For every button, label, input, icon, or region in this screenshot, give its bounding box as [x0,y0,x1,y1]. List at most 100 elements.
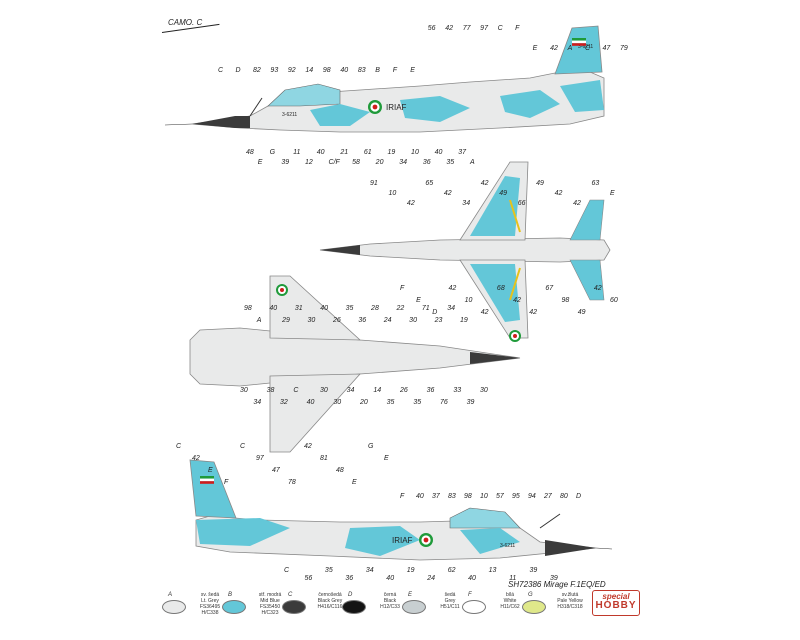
callout-label: 42 [192,455,200,462]
callout-label: D [235,67,240,74]
callout-label: 78 [288,479,296,486]
callout-label: 42 [550,45,558,52]
callout-label: 22 [395,305,404,312]
callout-label: F [400,285,405,292]
callout-label: E [416,297,421,304]
callout-label: 61 [364,149,372,156]
brand-line2: HOBBY [595,600,637,611]
callout-label: 28 [370,305,379,312]
callouts-top-view: 91104265423442496649424263EFED4210426842… [370,180,618,316]
legend-swatch [282,600,306,614]
callout-label: 48 [246,149,254,156]
callout-label: 83 [448,493,456,500]
left-camo-2 [400,96,470,122]
callout-label: E [610,190,615,197]
callout-label: 24 [426,575,435,582]
callout-label: 10 [480,493,488,500]
callout-label: F [400,493,405,500]
callout-label: 39 [550,575,558,582]
callout-label: 66 [518,200,526,207]
bottom-radome [470,352,520,364]
callout-label: 39 [530,567,538,574]
callout-label: 30 [480,387,488,394]
top-fuselage [319,237,611,263]
callout-label: 14 [305,67,313,74]
callout-label: C [284,567,290,574]
legend-swatch [162,600,186,614]
callout-label: 49 [499,190,507,197]
callout-label: 40 [386,575,394,582]
callout-label: 20 [359,399,368,406]
callout-label: 58 [352,159,360,166]
callout-label: F [224,479,229,486]
kit-title: SH72386 Mirage F.1EQ/ED [508,580,606,589]
callout-label: 11 [293,149,300,156]
callout-label: 27 [543,493,553,500]
callout-label: 98 [323,67,331,74]
callout-label: 26 [399,387,408,394]
callout-label: E [208,467,213,474]
callout-label: 12 [305,159,313,166]
right-profile-view: IRIAF 3-6211 [189,459,613,561]
callout-label: C [240,443,246,450]
left-iriaf: IRIAF [386,103,407,112]
callout-label: 37 [458,149,467,156]
callout-label: 38 [267,387,275,394]
callout-label: 30 [240,387,248,394]
callout-label: 42 [555,190,563,197]
callout-label: 19 [460,317,468,324]
callout-label: E [384,455,389,462]
callout-label: 97 [256,455,265,462]
legend-swatch [462,600,486,614]
callout-label: 34 [462,200,470,207]
callout-label: C [176,443,182,450]
callout-label: 29 [281,317,290,324]
callout-label: 81 [320,455,328,462]
callout-label: 40 [416,493,424,500]
callouts-bottom-view: 98A4029313040263536282422307123341930343… [240,305,488,406]
camo-label: CAMO. C [168,18,203,27]
callout-label: 42 [481,180,489,187]
callout-label: E [258,159,263,166]
callout-label: G [270,149,276,156]
callout-label: 98 [244,305,252,312]
callout-label: 92 [288,67,296,74]
right-fin [189,459,237,519]
callout-label: E [410,67,415,74]
legend-letter: B [228,592,233,598]
callout-label: 10 [411,149,419,156]
callout-label: 40 [307,399,315,406]
callout-label: 95 [512,493,520,500]
legend-letter: C [288,592,293,598]
legend-swatch [402,600,426,614]
callout-label: 39 [281,159,289,166]
callout-label: 65 [425,180,433,187]
callout-label: 98 [562,297,570,304]
callout-label: 35 [346,305,354,312]
callout-label: 36 [358,317,366,324]
callout-label: 49 [536,180,544,187]
callout-label: 42 [513,297,521,304]
callout-label: 68 [497,285,505,292]
callout-label: 42 [304,443,312,450]
callout-label: 19 [387,149,395,156]
callout-label: 35 [387,399,395,406]
callout-label: C/F [329,159,341,166]
callout-label: 34 [253,399,261,406]
right-radome [545,540,596,556]
legend-letter: E [408,592,413,598]
top-radome [320,245,360,255]
callout-label: 60 [610,297,618,304]
callout-label: 32 [280,399,288,406]
callout-label: A [256,317,262,324]
callout-label: 42 [407,200,415,207]
